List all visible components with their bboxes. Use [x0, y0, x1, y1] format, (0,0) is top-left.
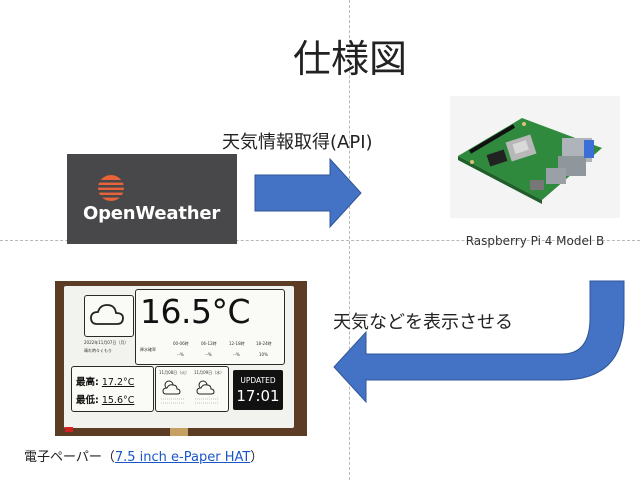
- epaper-high-label: 最高:: [76, 377, 99, 388]
- partly-cloudy-icon: [162, 380, 181, 395]
- epaper-temperature: 16.5°C: [140, 292, 251, 331]
- epaper-bezel: 2022年11月07日（月） 晴れ時々くもり 16.5°C 降水確率 00-06…: [64, 286, 294, 428]
- epaper-temp-box: [135, 289, 285, 365]
- epaper-caption-suffix: ）: [250, 450, 264, 465]
- epaper-high-value: 17.2°C: [101, 377, 135, 388]
- epaper-rain-value: --%: [205, 352, 212, 357]
- epaper-high: 最高: 17.2°C: [76, 374, 134, 388]
- epaper-date: 2022年11月07日（月）: [84, 340, 129, 345]
- epaper-low-value: 15.6°C: [101, 395, 135, 406]
- epaper-highlow-box: [71, 366, 154, 412]
- partly-cloudy-icon: [196, 380, 215, 395]
- epaper-red-marker: [65, 427, 73, 432]
- epaper-rain-slot: 12-18時: [229, 341, 245, 346]
- openweather-logo: OpenWeather: [67, 154, 237, 244]
- epaper-updated-label: UPDATED: [240, 376, 276, 385]
- epaper-icon-box: [84, 295, 134, 337]
- epaper-caption-link[interactable]: 7.5 inch e-Paper HAT: [114, 450, 251, 465]
- epaper-rain-slot: 00-06時: [173, 341, 189, 346]
- epaper-forecast-date: 11月08日（火）: [159, 370, 190, 375]
- openweather-brand: OpenWeather: [83, 203, 221, 224]
- arrow-api-label: 天気情報取得(API): [222, 132, 373, 153]
- epaper-updated-box: UPDATED 17:01: [233, 370, 283, 410]
- raspberry-pi-board-image: [458, 118, 602, 204]
- arrow-back-label: 天気などを表示させる: [333, 312, 513, 333]
- sun-icon: [93, 175, 129, 201]
- raspberry-pi-photo: [450, 96, 620, 218]
- arrow-api-right: [254, 157, 362, 229]
- raspberry-pi-caption: Raspberry Pi 4 Model B: [465, 234, 605, 248]
- epaper-caption: 電子ペーパー（7.5 inch e-Paper HAT）: [24, 446, 263, 465]
- epaper-photo: 2022年11月07日（月） 晴れ時々くもり 16.5°C 降水確率 00-06…: [55, 281, 307, 436]
- epaper-rain-label: 降水確率: [140, 347, 156, 352]
- epaper-rain-value: 10%: [259, 352, 268, 357]
- epaper-rain-value: --%: [233, 352, 240, 357]
- epaper-rain-slot: 18-24時: [256, 341, 272, 346]
- epaper-rain-slot: 06-12時: [201, 341, 217, 346]
- epaper-caption-prefix: 電子ペーパー（: [24, 450, 115, 465]
- epaper-rain-value: --%: [177, 352, 184, 357]
- page-title: 仕様図: [292, 37, 407, 81]
- arrow-back-curved: [333, 280, 625, 404]
- epaper-low: 最低: 15.6°C: [76, 392, 134, 406]
- guide-line-horizontal: [0, 240, 640, 241]
- cloud-icon: [90, 304, 124, 325]
- epaper-ribbon-tab: [170, 428, 188, 436]
- epaper-weather: 晴れ時々くもり: [84, 348, 112, 353]
- forecast-icons: [161, 380, 219, 404]
- epaper-low-label: 最低:: [76, 395, 99, 406]
- epaper-forecast-date: 11月09日（水）: [194, 370, 225, 375]
- epaper-updated-time: 17:01: [236, 387, 280, 405]
